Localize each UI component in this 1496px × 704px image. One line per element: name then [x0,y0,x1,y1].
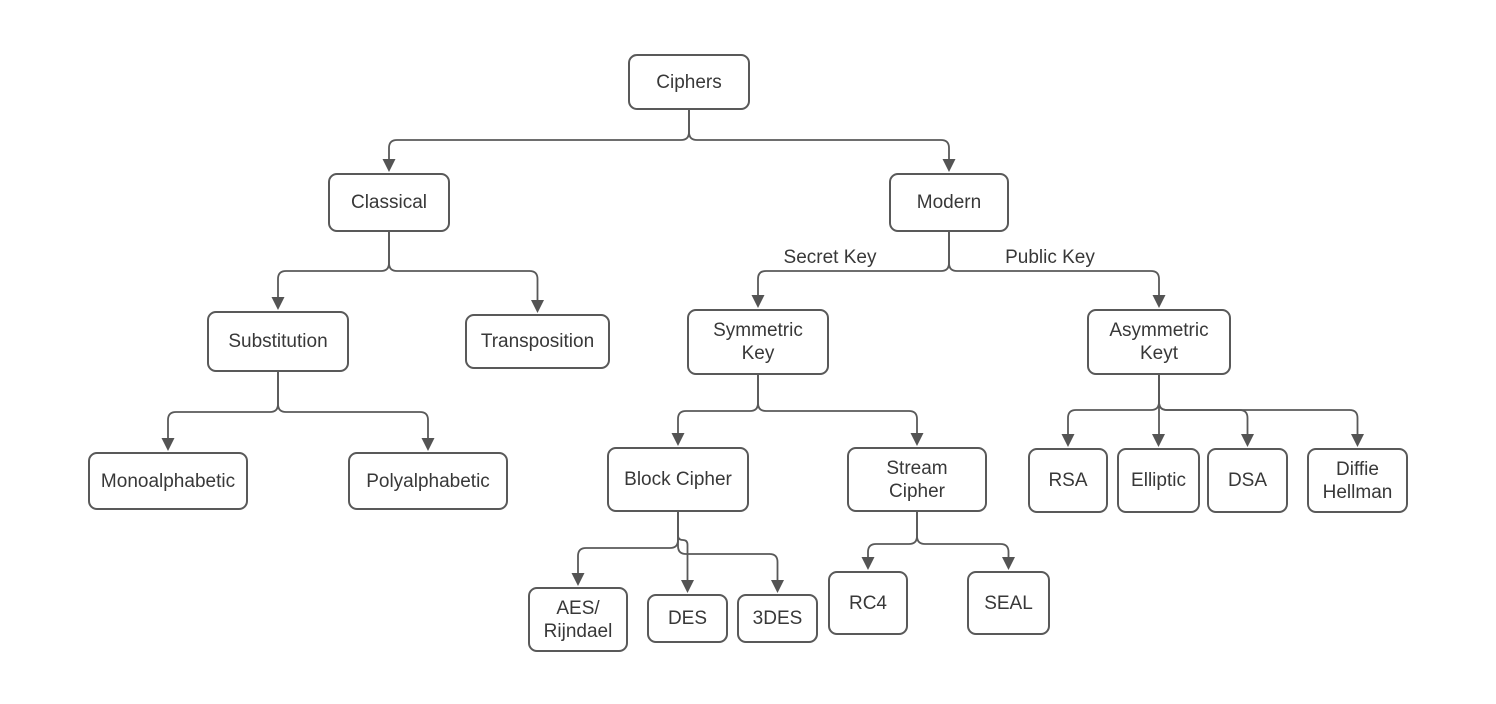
edge-substitution-to-monoalphabetic [167,372,279,440]
node-stream-cipher: Stream Cipher [847,447,987,512]
node-symmetric-key: Symmetric Key [687,309,829,375]
edge-ciphers-to-classical [388,110,690,161]
edge-modern-to-asymmetric-keyt [948,232,1160,297]
arrowhead-icon [571,573,585,586]
edge-asymmetric-keyt-to-rsa [1067,375,1160,436]
arrowhead-icon [161,438,175,451]
node-monoalphabetic: Monoalphabetic [88,452,248,510]
edge-stream-cipher-to-seal [916,512,1010,559]
edge-stream-cipher-to-rc4 [867,512,918,559]
node-ciphers: Ciphers [628,54,750,110]
arrowhead-icon [382,159,396,172]
arrowhead-icon [671,433,685,446]
node-rsa: RSA [1028,448,1108,513]
edge-asymmetric-keyt-to-diffie-hellman [1158,375,1359,436]
arrowhead-icon [271,297,285,310]
arrowhead-icon [942,159,956,172]
node-rc4: RC4 [828,571,908,635]
node-transposition: Transposition [465,314,610,369]
edge-block-cipher-to-des [677,512,689,582]
node-diffie-hellman: Diffie Hellman [1307,448,1408,513]
arrowhead-icon [1152,434,1165,447]
edge-label-public-key: Public Key [1002,248,1098,268]
node-des: DES [647,594,728,643]
arrowhead-icon [751,295,765,308]
node-dsa: DSA [1207,448,1288,513]
edge-classical-to-transposition [388,232,539,302]
edge-substitution-to-polyalphabetic [277,372,429,440]
edge-symmetric-key-to-stream-cipher [757,375,918,435]
node-asymmetric-keyt: Asymmetric Keyt [1087,309,1231,375]
edge-asymmetric-keyt-to-dsa [1158,375,1249,436]
arrowhead-icon [1351,434,1364,447]
arrowhead-icon [1241,434,1254,447]
node-block-cipher: Block Cipher [607,447,749,512]
arrowhead-icon [771,580,784,593]
arrowhead-icon [1061,434,1075,447]
arrowhead-icon [531,300,544,313]
node-substitution: Substitution [207,311,349,372]
node-seal: SEAL [967,571,1050,635]
arrowhead-icon [1152,295,1166,308]
edge-label-secret-key: Secret Key [780,248,880,268]
node-polyalphabetic: Polyalphabetic [348,452,508,510]
arrowhead-icon [681,580,694,593]
arrowhead-icon [910,433,924,446]
node-elliptic: Elliptic [1117,448,1200,513]
node-aes-rijndael: AES/ Rijndael [528,587,628,652]
arrowhead-icon [421,438,435,451]
arrowhead-icon [861,557,875,570]
arrowhead-icon [1002,557,1015,570]
node-classical: Classical [328,173,450,232]
edge-ciphers-to-modern [688,110,950,161]
node-3des: 3DES [737,594,818,643]
edge-classical-to-substitution [277,232,390,299]
edge-symmetric-key-to-block-cipher [677,375,759,435]
edge-block-cipher-to-3des [677,512,779,582]
node-modern: Modern [889,173,1009,232]
edge-block-cipher-to-aes-rijndael [577,512,679,575]
